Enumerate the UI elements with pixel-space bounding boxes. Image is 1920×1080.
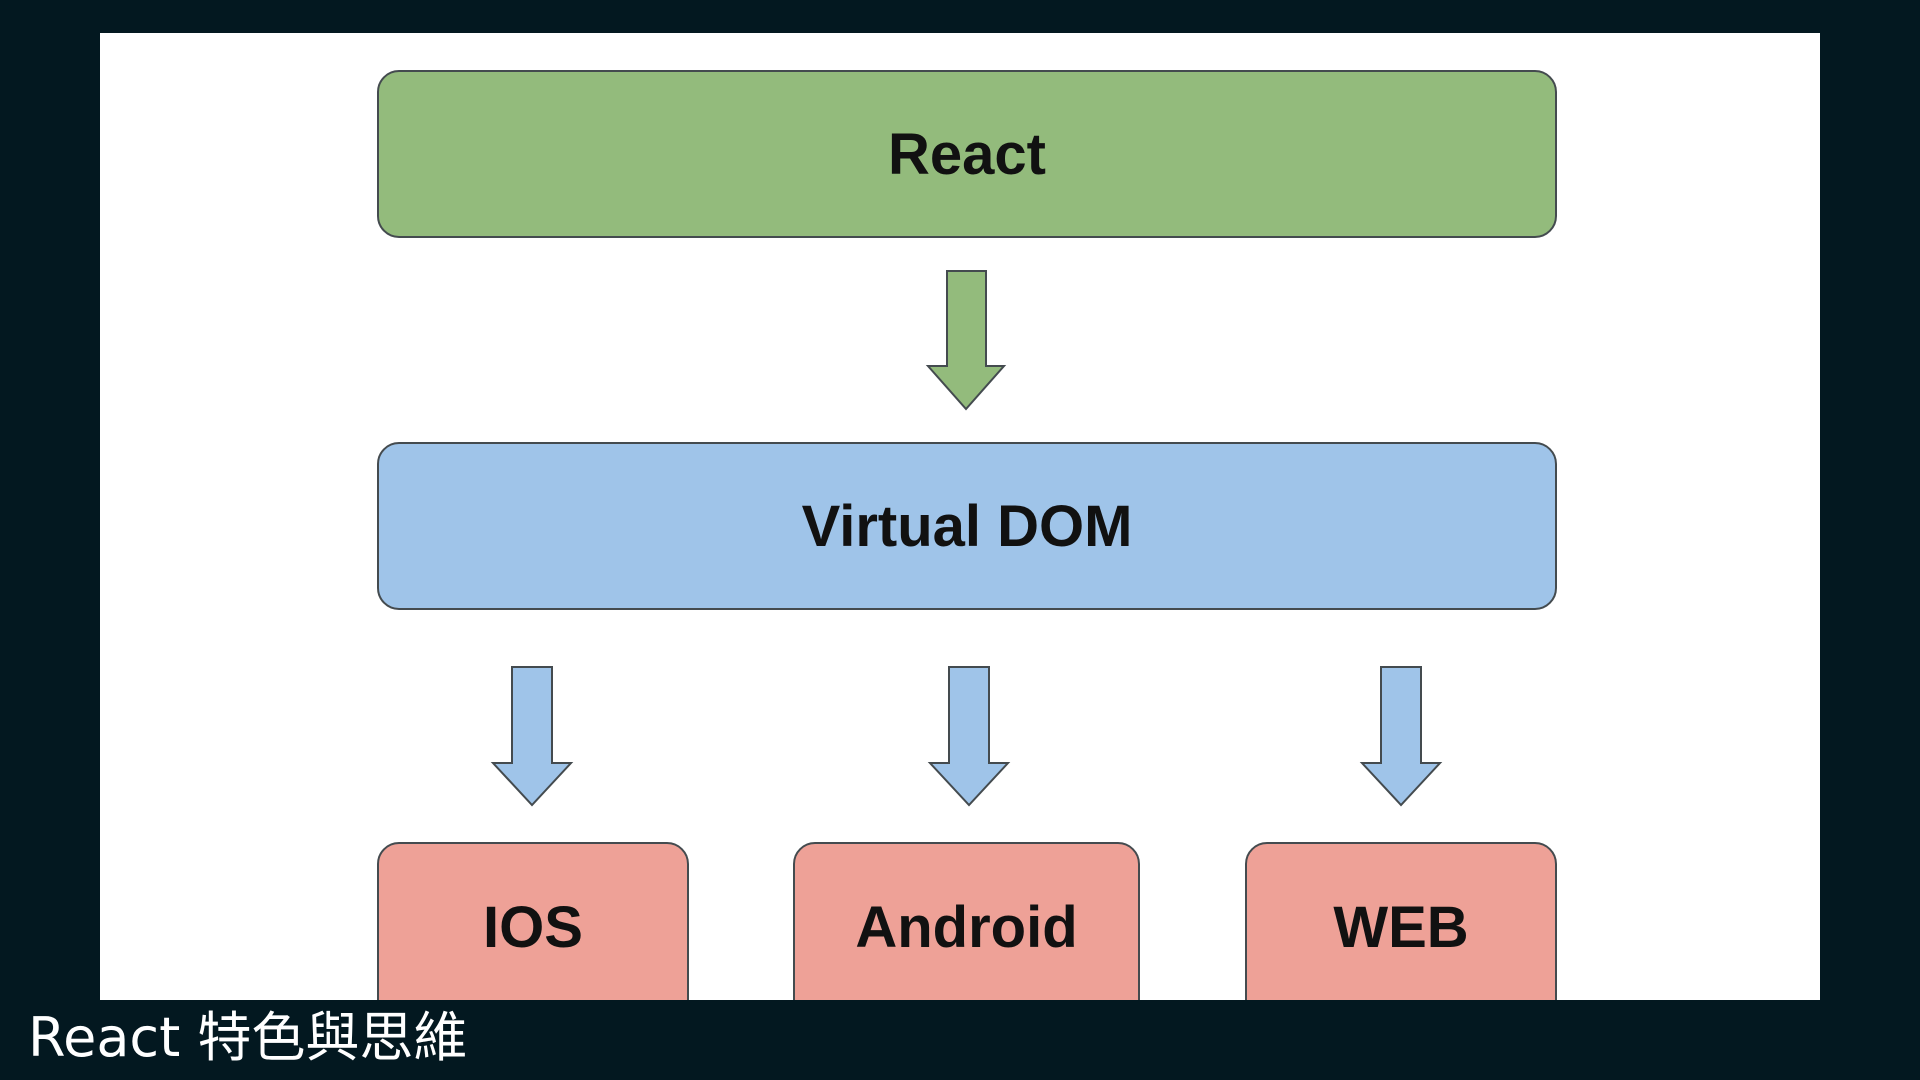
diagram-arrows: [490, 270, 1443, 807]
down-arrow-vdom-to-ios: [490, 666, 574, 807]
slide: React Virtual DOM IOS Android WEB: [100, 33, 1820, 1000]
down-arrow-react-to-vdom: [925, 270, 1007, 411]
react-node-label: React: [888, 121, 1046, 187]
android-node-label: Android: [855, 895, 1078, 960]
down-arrow-vdom-to-android: [927, 666, 1011, 807]
ios-node-label: IOS: [483, 895, 583, 960]
virtual-dom-node: Virtual DOM: [377, 442, 1557, 610]
android-node: Android: [793, 842, 1140, 1000]
down-arrow-vdom-to-web: [1359, 666, 1443, 807]
virtual-dom-node-label: Virtual DOM: [801, 493, 1133, 559]
react-node: React: [377, 70, 1557, 238]
web-node-label: WEB: [1333, 895, 1469, 960]
video-caption: React 特色與思維: [28, 1006, 468, 1069]
web-node: WEB: [1245, 842, 1557, 1000]
ios-node: IOS: [377, 842, 689, 1000]
